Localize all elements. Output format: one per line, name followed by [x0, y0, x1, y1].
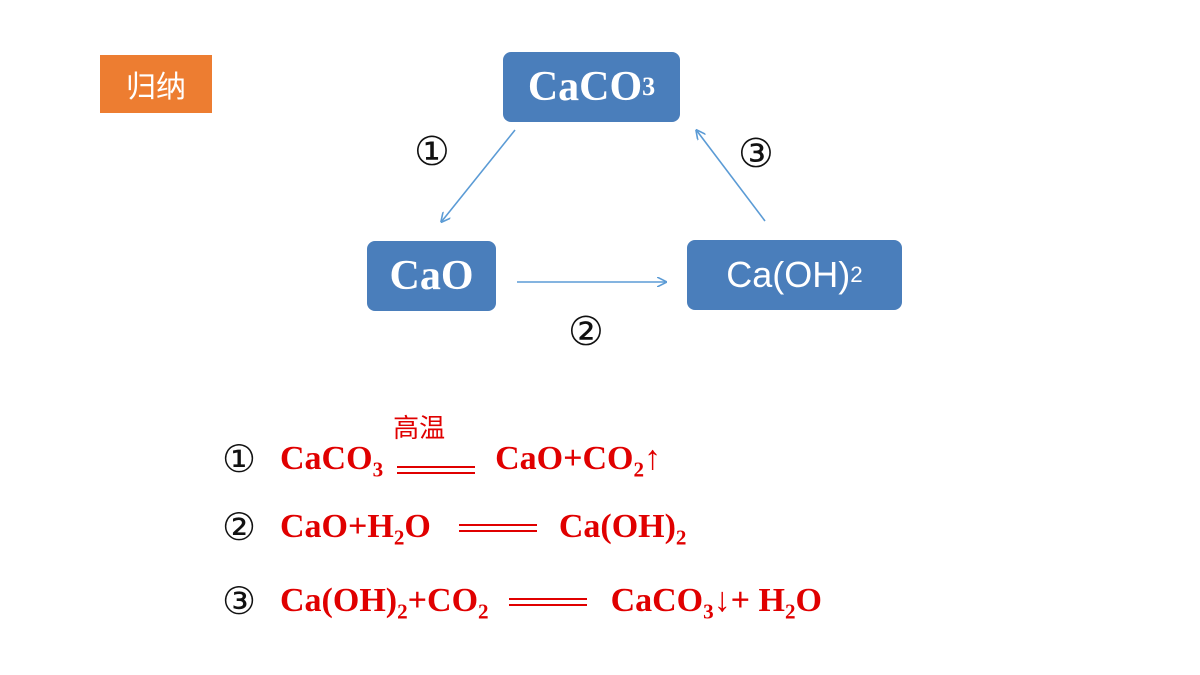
node-caoh2: Ca(OH)2	[687, 240, 902, 310]
edge-label-3: ③	[738, 131, 774, 177]
equation-2: ② CaO+H2O Ca(OH)2	[222, 502, 686, 552]
eq3-reactant-sub1: 2	[397, 599, 408, 624]
equation-3-equals-sign	[508, 588, 587, 614]
node-cao: CaO	[367, 241, 496, 311]
node-caco3-base: CaCO	[527, 64, 643, 110]
eq3-product-p2: ↓+ H	[713, 582, 785, 619]
eq3-product-p3: O	[795, 582, 822, 619]
equation-3-product: CaCO3↓+ H2O	[610, 582, 822, 624]
node-caoh2-base: Ca(OH)	[726, 254, 851, 295]
eq2-product-sub: 2	[675, 525, 687, 550]
summary-tag: 归纳	[100, 55, 212, 113]
equation-1-equals-sign: 高温	[393, 414, 476, 474]
equation-1-number: ①	[222, 437, 257, 481]
equation-2-number: ②	[222, 505, 257, 549]
eq3-reactant-p1: Ca(OH)	[280, 582, 398, 619]
edge-label-2: ②	[568, 309, 604, 355]
equation-2-equals-sign	[458, 514, 537, 540]
eq2-reactant-p2: O	[404, 508, 431, 545]
eq2-reactant-p1: CaO+H	[280, 508, 394, 545]
equation-2-reactant: CaO+H2O	[280, 508, 431, 550]
eq1-product-p1: CaO+CO	[495, 440, 634, 477]
edge-label-1: ①	[414, 129, 450, 175]
eq3-product-sub1: 3	[703, 599, 714, 624]
summary-tag-label: 归纳	[126, 70, 186, 105]
equation-3: ③ Ca(OH)2+CO2 CaCO3↓+ H2O	[222, 576, 822, 626]
arrow-caoh2-to-caco3	[697, 131, 766, 222]
arrow-caco3-to-cao	[442, 129, 516, 221]
equation-3-reactant: Ca(OH)2+CO2	[280, 582, 489, 624]
eq1-reactant-base: CaCO	[280, 440, 373, 477]
eq3-product-p1: CaCO	[610, 582, 704, 619]
eq1-product-p2: ↑	[644, 440, 662, 477]
equation-1-product: CaO+CO2↑	[495, 440, 662, 482]
eq1-product-sub: 2	[633, 457, 645, 482]
equation-3-number: ③	[222, 579, 257, 623]
eq1-reactant-sub: 3	[372, 457, 384, 482]
eq3-product-sub2: 2	[785, 599, 796, 624]
eq3-reactant-p2: +CO	[407, 582, 479, 619]
eq2-product-base: Ca(OH)	[558, 508, 676, 545]
equation-1: ① CaCO3 高温 CaO+CO2↑	[222, 414, 662, 484]
equation-1-condition: 高温	[393, 414, 446, 444]
eq3-reactant-sub2: 2	[478, 599, 489, 624]
equation-1-reactant: CaCO3	[280, 440, 384, 482]
node-cao-label: CaO	[389, 253, 474, 299]
equation-2-product: Ca(OH)2	[558, 508, 687, 550]
eq2-reactant-sub: 2	[393, 525, 405, 550]
